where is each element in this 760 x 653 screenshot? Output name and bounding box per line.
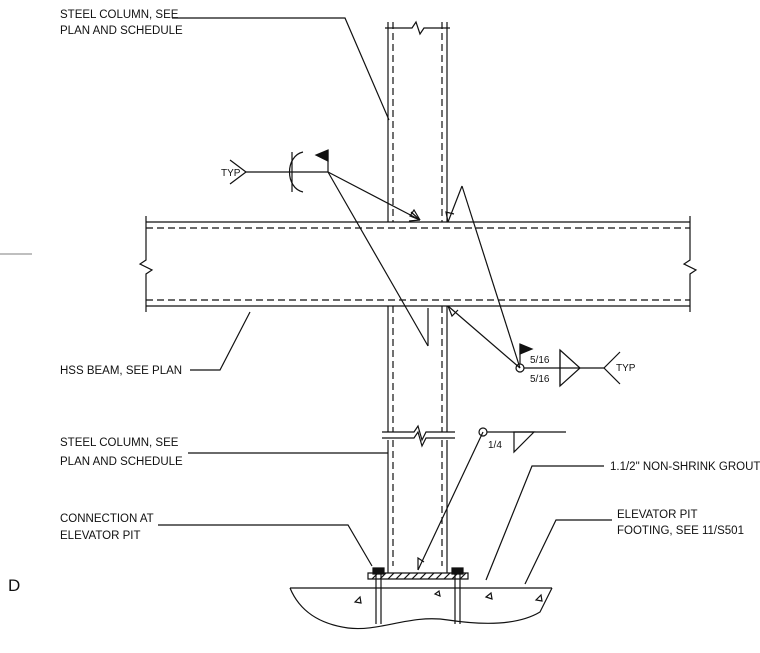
- leader-beam: [190, 312, 250, 370]
- note-column-top-line2: PLAN AND SCHEDULE: [60, 25, 183, 37]
- weld-symbol-base: [418, 428, 566, 570]
- leader-column-top: [172, 18, 389, 120]
- beam-left-break-line: [140, 216, 152, 312]
- leader-connection: [158, 525, 372, 566]
- elevator-pit-footing: [290, 588, 552, 629]
- note-connection-line1: CONNECTION AT: [60, 513, 154, 525]
- note-footing-line1: ELEVATOR PIT: [617, 509, 698, 521]
- note-hss-beam: HSS BEAM, SEE PLAN: [60, 365, 182, 377]
- weld-size-right-bottom: 5/16: [530, 374, 550, 385]
- note-column-top-line1: STEEL COLUMN, SEE: [60, 9, 179, 21]
- note-grout: 1.1/2" NON-SHRINK GROUT: [610, 461, 760, 473]
- hss-beam: [140, 216, 696, 312]
- note-footing-line2: FOOTING, SEE 11/S501: [617, 525, 744, 537]
- beam-right-break-line: [684, 216, 696, 312]
- weld-symbol-right: [446, 186, 620, 386]
- weld-tail-typ-top: TYP: [221, 168, 241, 179]
- section-mark: D: [8, 576, 20, 595]
- weld-tail-typ-right: TYP: [616, 363, 636, 374]
- anchor-rods: [373, 568, 463, 624]
- leader-grout: [486, 466, 604, 580]
- note-connection-line2: ELEVATOR PIT: [60, 530, 141, 542]
- column-break-symbol: [382, 426, 455, 446]
- note-column-bottom-line2: PLAN AND SCHEDULE: [60, 456, 183, 468]
- weld-size-right-top: 5/16: [530, 355, 550, 366]
- field-weld-flag-icon: [316, 150, 328, 161]
- weld-symbol-top: [230, 150, 428, 346]
- column-top-break-line: [385, 22, 450, 34]
- note-column-bottom-line1: STEEL COLUMN, SEE: [60, 437, 179, 449]
- leader-footing: [525, 520, 612, 584]
- steel-column: [382, 22, 455, 573]
- field-weld-flag-icon: [520, 344, 532, 354]
- weld-size-base: 1/4: [488, 440, 502, 451]
